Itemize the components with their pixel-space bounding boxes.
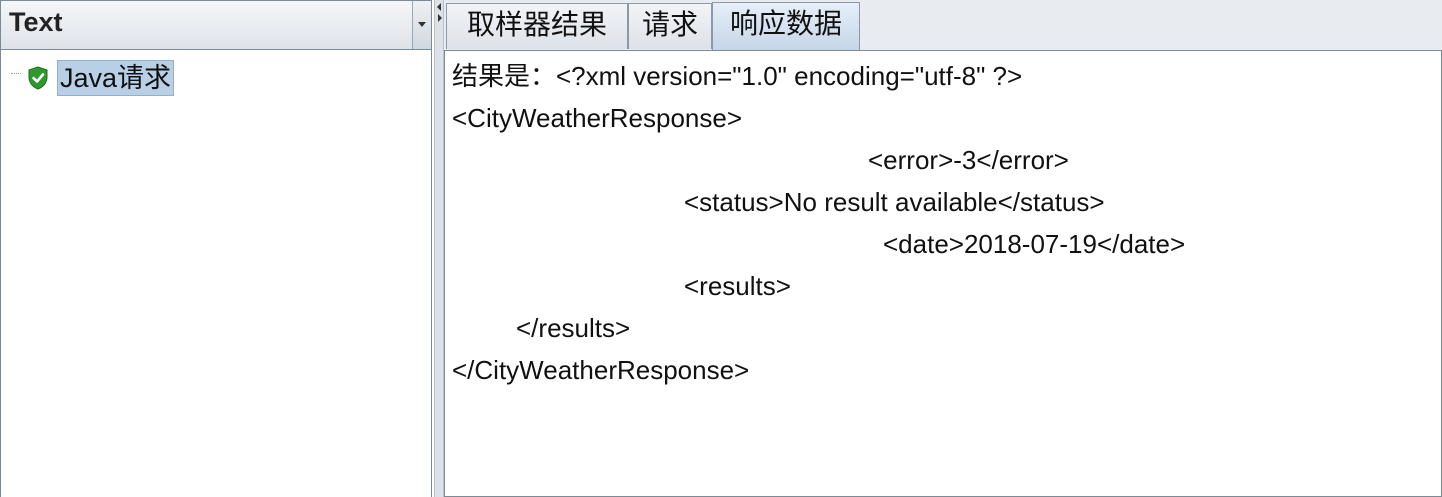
tree-node-java-request[interactable]: Java请求 [27,60,175,96]
tree-node-label: Java请求 [57,60,175,96]
details-panel: 取样器结果 请求 响应数据 结果是：<?xml version="1.0" en… [444,0,1442,497]
tab-request[interactable]: 请求 [628,3,712,49]
response-line: <date>2018-07-19</date> [883,229,1186,259]
response-line: 结果是：<?xml version="1.0" encoding="utf-8"… [452,61,1023,91]
collapse-left-icon[interactable] [437,3,441,11]
response-line: </results> [516,313,631,343]
response-line: <CityWeatherResponse> [452,103,743,133]
sampler-tree[interactable]: Java请求 [0,50,432,497]
renderer-selected-value: Text [9,7,63,37]
renderer-dropdown[interactable]: Text [0,0,432,50]
chevron-down-icon [418,22,426,27]
dropdown-arrow-button[interactable] [412,1,431,49]
response-line: <status>No result available</status> [684,187,1105,217]
response-text-area[interactable]: 结果是：<?xml version="1.0" encoding="utf-8"… [444,50,1442,497]
tree-connector-line [11,73,21,74]
tab-response-data[interactable]: 响应数据 [712,2,860,50]
response-line: </CityWeatherResponse> [452,355,750,385]
tab-sampler-result[interactable]: 取样器结果 [446,3,628,49]
collapse-right-icon[interactable] [438,14,442,22]
panel-splitter[interactable] [434,0,444,497]
results-tree-panel: Text Java请求 [0,0,434,497]
response-line: <results> [684,271,791,301]
green-shield-check-icon [28,66,48,90]
details-tabbar: 取样器结果 请求 响应数据 [444,0,1442,50]
response-line: <error>-3</error> [868,145,1069,175]
